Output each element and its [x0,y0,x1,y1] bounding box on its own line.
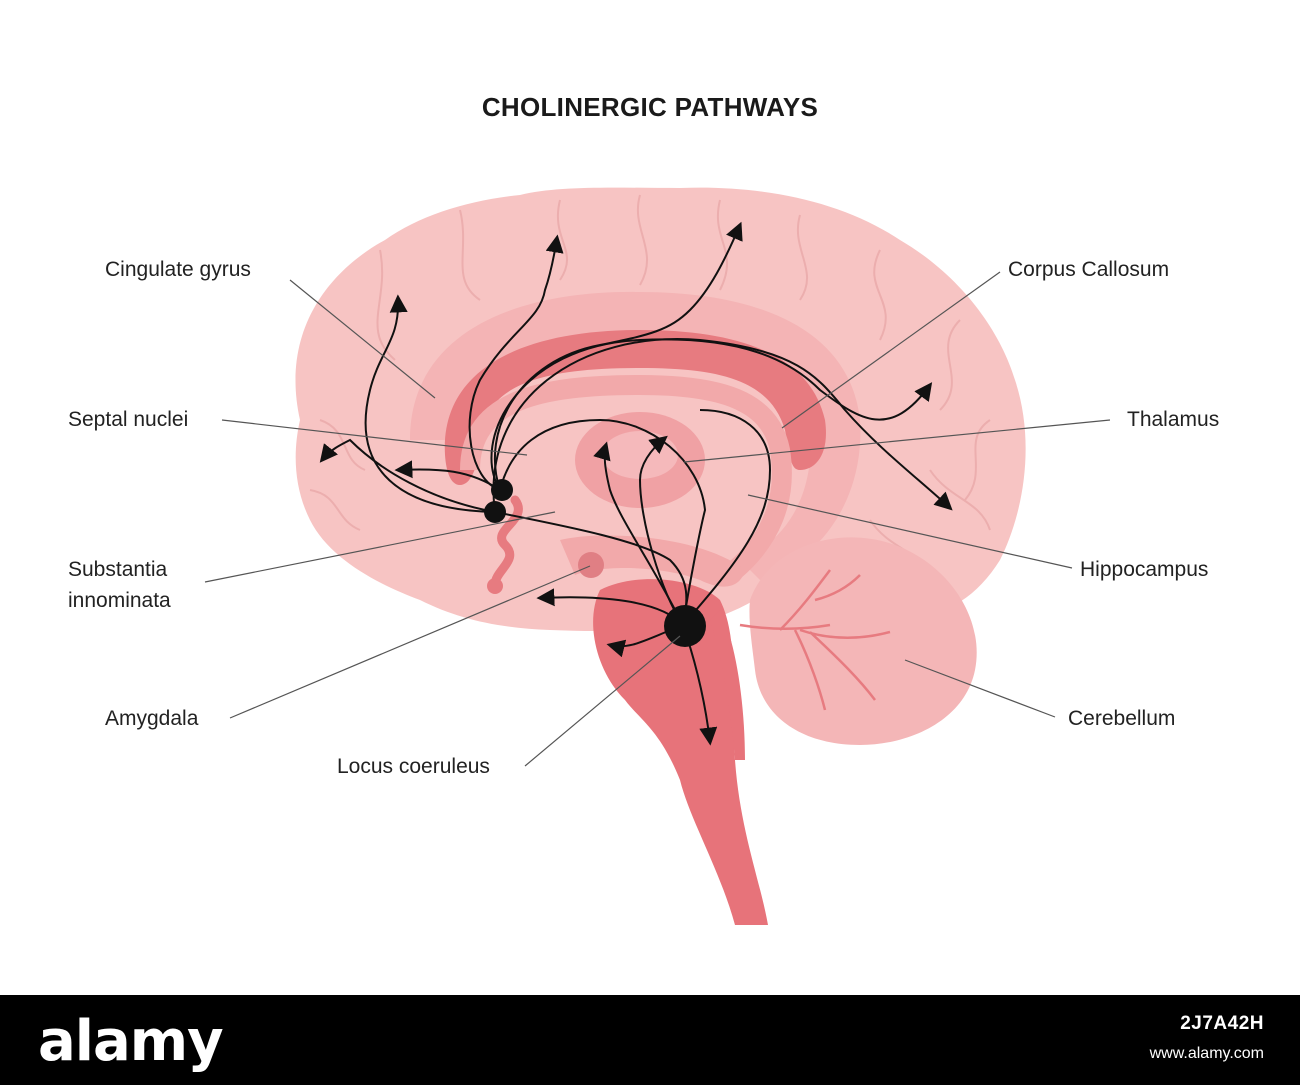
brand-logo: alamy [38,1009,224,1074]
leader-locus [524,635,681,767]
pathway-to-cortex-2 [493,221,743,491]
pathway-lc-to-thalamus-left [593,441,684,626]
pathway-lc-to-hippocampus [682,409,772,626]
hippocampus-shape [560,535,745,587]
leader-amygdala [229,565,591,719]
cerebellum-shape [749,537,977,745]
leader-corpus [781,271,1001,429]
leader-septal [221,419,528,456]
pathway-to-cortex-1 [468,234,564,491]
leader-thalamus [683,419,1111,463]
locus-coeruleus-dot [664,605,706,647]
label-substantia-innominata-2: innominata [68,589,171,612]
footer-meta: 2J7A42H www.alamy.com [1150,1009,1264,1069]
leader-substantia [204,511,556,583]
diagram-title: CHOLINERGIC PATHWAYS [481,92,819,122]
cholinergic-pathways [319,221,953,746]
label-amygdala: Amygdala [105,707,199,730]
label-hippocampus: Hippocampus [1080,558,1209,581]
pathway-to-frontal [364,294,496,513]
label-locus-coeruleus: Locus coeruleus [337,755,490,778]
brain-diagram [204,187,1111,925]
leader-cerebellum [904,659,1056,718]
substantia-innominata-dot [484,501,506,523]
pathway-lc-ascending [499,418,707,626]
label-substantia-innominata-1: Substantia [68,558,168,581]
label-corpus-callosum: Corpus Callosum [1008,258,1170,281]
pathway-septal-to-lc [494,511,688,626]
site-url: www.alamy.com [1149,1045,1264,1062]
leader-hippocampus [747,494,1073,569]
corpus-callosum [444,330,826,485]
label-cerebellum: Cerebellum [1068,707,1176,730]
leader-lines [204,271,1111,767]
label-thalamus: Thalamus [1127,408,1220,431]
footer-banner: alamy 2J7A42H www.alamy.com [0,995,1300,1085]
pathway-short-anterior [394,460,501,491]
label-cingulate-gyrus: Cingulate gyrus [105,258,251,281]
septal-nucleus-dot [491,479,513,501]
amygdala-shape [578,552,604,578]
leader-cingulate [289,279,436,399]
pathway-to-frontal-lower [319,438,496,513]
pathway-to-parietal [492,338,953,513]
cerebellum-tree [739,569,891,711]
olfactory-structure [490,495,523,590]
image-id: 2J7A42H [1180,1013,1264,1034]
pathway-to-occipital [490,338,933,491]
label-septal-nuclei: Septal nuclei [68,408,189,431]
